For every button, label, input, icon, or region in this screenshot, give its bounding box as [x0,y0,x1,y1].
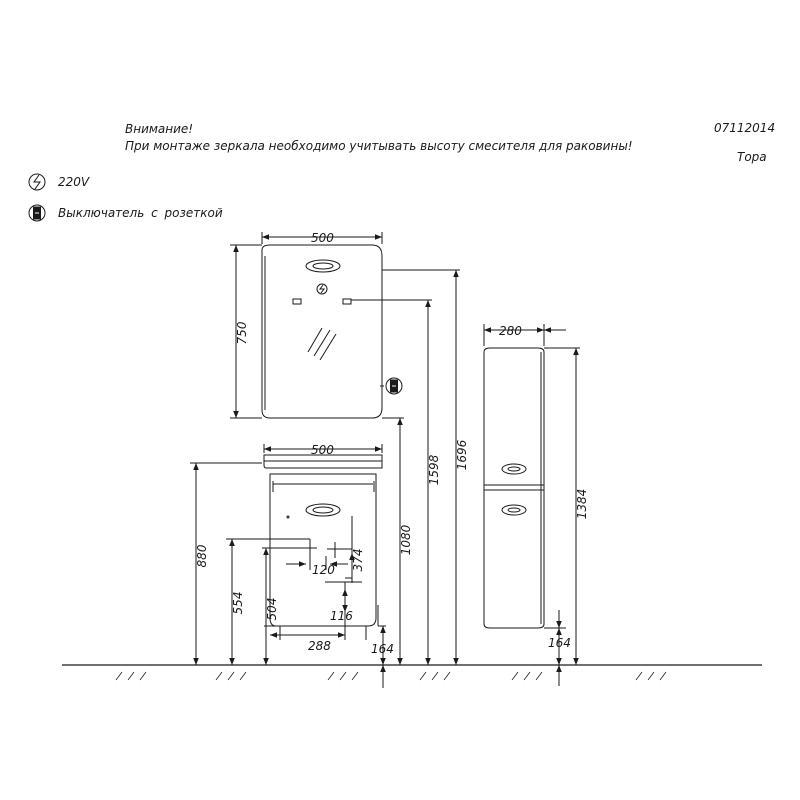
switch-socket-icon [380,377,403,395]
dim-drain-504: 504 [265,598,279,621]
dim-column-leg-164: 164 [548,636,571,650]
vanity-cabinet [263,454,383,640]
dim-column-height: 1384 [575,489,589,520]
dim-offset-288: 288 [308,639,331,653]
dim-cabinet-width: 500 [311,443,334,457]
dim-drain-554: 554 [231,592,245,615]
dim-leg-164: 164 [371,642,394,656]
power-outlet-icon [28,173,46,191]
dim-socket-height: 1598 [427,454,441,485]
dim-column-width: 280 [499,324,522,338]
product-model: Тора [737,150,767,164]
tall-column-cabinet [483,347,545,629]
dim-mirror-width: 500 [311,231,334,245]
dim-vanity-height: 880 [195,544,209,567]
legend-220v-label: 220V [58,175,90,189]
floor-hatch [115,671,667,681]
product-code: 07112014 [714,121,776,135]
dim-pipe-374: 374 [351,549,365,572]
dim-pipe-120: 120 [312,563,335,577]
dim-mirror-top: 1696 [455,439,469,470]
legend-switch-label: Выключатель с розеткой [58,206,223,220]
switch-socket-icon [28,204,46,222]
warning-title: Внимание! [125,122,194,136]
dim-pipe-116: 116 [330,609,353,623]
mirror [261,244,383,419]
dim-mirror-height: 750 [235,321,249,344]
dim-mirror-bottom: 1080 [399,524,413,555]
warning-text: При монтаже зеркала необходимо учитывать… [125,139,633,153]
